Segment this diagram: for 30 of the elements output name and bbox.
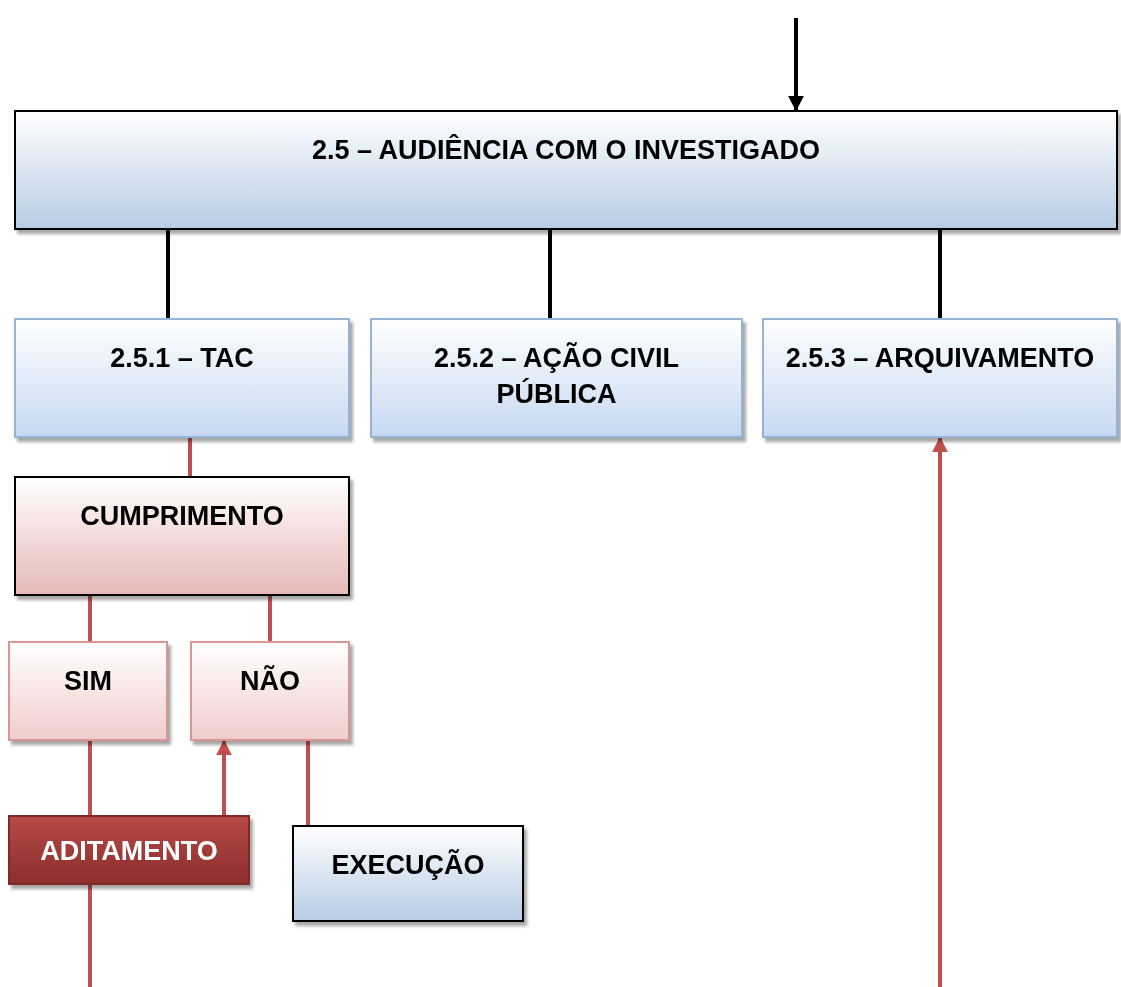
process-box [370,318,743,438]
connector-line [88,741,92,815]
box-label: NÃO [239,664,301,698]
connector-line [166,230,170,318]
box-label: ADITAMENTO [39,835,219,868]
box-label: SIM [63,665,113,698]
process-box [14,110,1118,230]
box-label: 2.5 – AUDIÊNCIA COM O INVESTIGADO [310,133,822,167]
process-box [14,476,350,596]
box-label: 2.5.2 – AÇÃO CIVIL PÚBLICA [432,341,681,411]
connector-line [938,230,942,318]
arrow [932,436,948,987]
connector-line [548,230,552,318]
connector-line [88,596,92,641]
process-box [8,815,250,885]
connector-line [88,885,92,987]
arrow [788,18,804,112]
box-label: EXECUÇÃO [330,848,486,882]
box-label: 2.5.3 – ARQUIVAMENTO [784,342,1096,375]
arrow [216,739,232,815]
box-label: 2.5.1 – TAC [109,342,255,375]
process-box [292,825,524,922]
process-box [190,641,350,741]
connector-line [268,596,272,641]
box-label: CUMPRIMENTO [79,500,285,533]
process-box [14,318,350,438]
connector-line [306,741,310,825]
process-box [8,641,168,741]
process-box [762,318,1118,438]
connector-line [188,438,192,476]
